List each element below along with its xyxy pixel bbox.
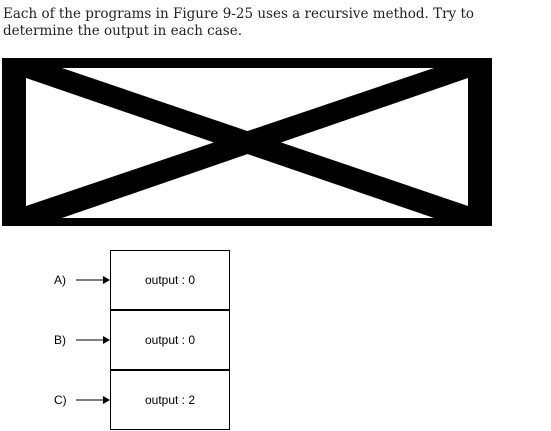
output-text-a: output : 0 <box>144 273 196 287</box>
output-box-c: output : 2 <box>110 370 230 430</box>
question-text: Each of the programs in Figure 9-25 uses… <box>3 6 474 39</box>
answer-label-b: B) <box>54 333 66 347</box>
output-text-b: output : 0 <box>144 333 196 347</box>
output-text-c: output : 2 <box>144 393 196 407</box>
output-box-a: output : 0 <box>110 250 230 310</box>
answer-label-c: C) <box>54 393 67 407</box>
arrow-a-icon <box>76 276 110 284</box>
arrow-c-icon <box>76 396 110 404</box>
answer-label-a: A) <box>54 273 66 287</box>
missing-image-placeholder <box>2 58 492 226</box>
arrow-b-icon <box>76 336 110 344</box>
output-box-b: output : 0 <box>110 310 230 370</box>
